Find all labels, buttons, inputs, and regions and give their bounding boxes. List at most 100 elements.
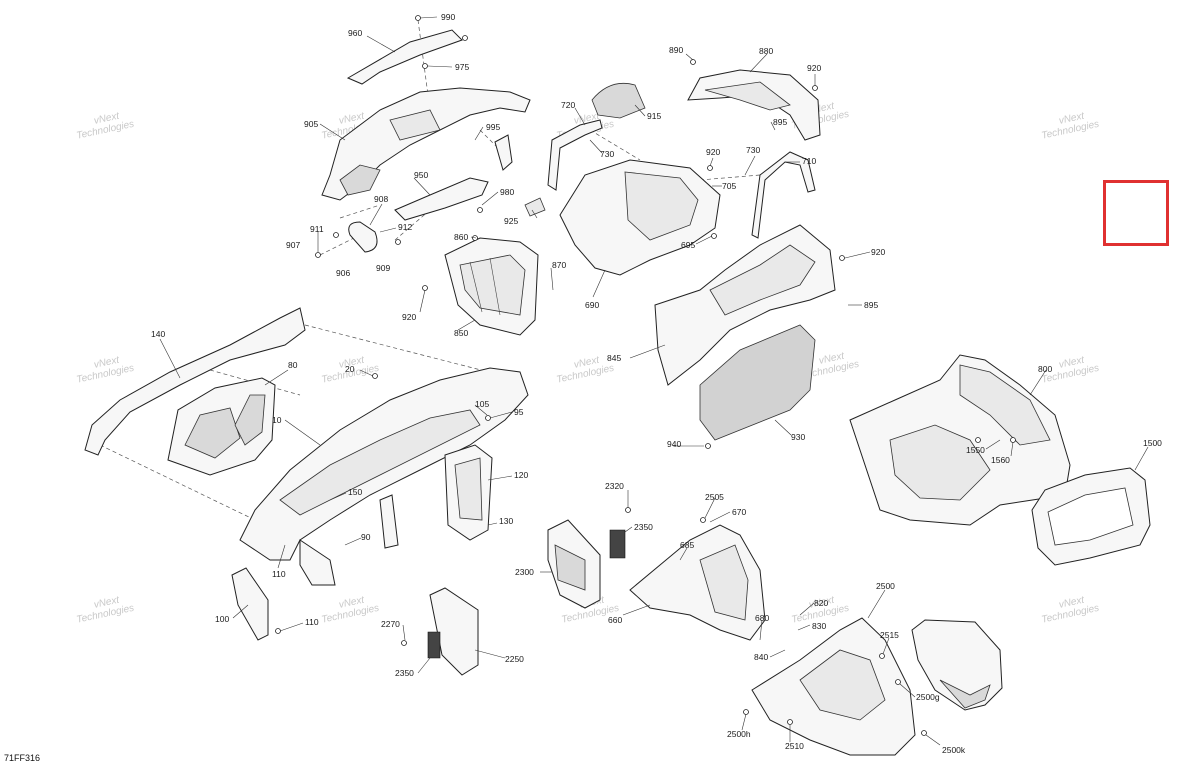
callout-840: 840	[754, 652, 768, 662]
callout-685: 685	[680, 540, 694, 550]
callout-2505: 2505	[705, 492, 724, 502]
callout-2320: 2320	[605, 481, 624, 491]
callout-2300: 2300	[515, 567, 534, 577]
callout-920-a: 920	[402, 312, 416, 322]
fasteners	[275, 15, 1016, 736]
callout-2250: 2250	[505, 654, 524, 664]
callout-909: 909	[376, 263, 390, 273]
callout-110-a: 110	[272, 569, 286, 579]
watermark-line1: vNext	[1058, 354, 1086, 370]
callout-2350-a: 2350	[634, 522, 653, 532]
callout-912: 912	[398, 222, 412, 232]
callout-905: 905	[304, 119, 318, 129]
callout-940: 940	[667, 439, 681, 449]
callout-990: 990	[441, 12, 455, 22]
callout-911: 911	[310, 224, 324, 234]
callout-2515: 2515	[880, 630, 899, 640]
callout-2270: 2270	[381, 619, 400, 629]
part-690-housing	[559, 159, 721, 276]
part-120-panel	[444, 444, 493, 541]
callout-680: 680	[755, 613, 769, 623]
callout-730-b: 730	[746, 145, 760, 155]
callout-1550: 1550	[966, 445, 985, 455]
callout-labels: 990 960 975 905 995 950 980 908 911 912 …	[151, 12, 1162, 755]
callout-80: 80	[288, 360, 298, 370]
callout-975: 975	[455, 62, 469, 72]
callout-925: 925	[504, 216, 518, 226]
callout-90: 90	[361, 532, 371, 542]
callout-150: 150	[348, 487, 362, 497]
callout-1500: 1500	[1143, 438, 1162, 448]
callout-2500: 2500	[876, 581, 895, 591]
watermark-line1: vNext	[573, 354, 601, 370]
callout-915: 915	[647, 111, 661, 121]
callout-120: 120	[514, 470, 528, 480]
callout-906: 906	[336, 268, 350, 278]
part-950-bracket	[394, 177, 489, 221]
part-2500-cover	[911, 619, 1003, 711]
part-660-console	[629, 524, 766, 641]
callout-930: 930	[791, 432, 805, 442]
callout-705: 705	[722, 181, 736, 191]
part-2350-tile	[427, 529, 626, 659]
callout-105: 105	[475, 399, 489, 409]
callout-920-c: 920	[706, 147, 720, 157]
part-880	[687, 69, 821, 141]
callout-2510: 2510	[785, 741, 804, 751]
part-930-shield	[699, 324, 816, 441]
diagram-reference-code: 71FF316	[4, 753, 41, 763]
callout-890: 890	[669, 45, 683, 55]
callout-110-b: 110	[305, 617, 319, 627]
part-845	[654, 224, 836, 386]
part-1500-bezel	[1031, 467, 1151, 566]
callout-845: 845	[607, 353, 621, 363]
callout-908: 908	[374, 194, 388, 204]
callout-10: 10	[272, 415, 282, 425]
callout-870: 870	[552, 260, 566, 270]
callout-995: 995	[486, 122, 500, 132]
callout-907: 907	[286, 240, 300, 250]
part-915-grid	[591, 82, 646, 119]
callout-695: 695	[681, 240, 695, 250]
part-2300-module	[547, 519, 601, 609]
selection-highlight-box[interactable]	[1103, 180, 1169, 246]
callout-830: 830	[812, 621, 826, 631]
callout-1560: 1560	[991, 455, 1010, 465]
callout-720: 720	[561, 100, 575, 110]
watermark-line1: vNext	[818, 350, 846, 366]
part-960-bracket	[346, 29, 463, 85]
leader-lines	[159, 16, 1149, 746]
part-2500-console	[751, 617, 916, 756]
callout-895-a: 895	[773, 117, 787, 127]
watermark-line1: vNext	[1058, 594, 1086, 610]
watermark-line1: vNext	[338, 110, 366, 126]
part-710-bar	[751, 151, 816, 239]
part-906-loop	[348, 221, 378, 253]
callout-850: 850	[454, 328, 468, 338]
callout-2500k: 2500k	[942, 745, 966, 755]
callout-710: 710	[802, 156, 816, 166]
callout-2500g: 2500g	[916, 692, 940, 702]
watermark-line1: vNext	[338, 594, 366, 610]
callout-980: 980	[500, 187, 514, 197]
callout-880: 880	[759, 46, 773, 56]
part-995-clip	[494, 134, 513, 171]
watermark-line1: vNext	[808, 594, 836, 610]
callout-20: 20	[345, 364, 355, 374]
callout-670: 670	[732, 507, 746, 517]
callout-920-b: 920	[807, 63, 821, 73]
callout-820: 820	[814, 598, 828, 608]
part-140-trim	[84, 307, 306, 456]
callout-2500h: 2500h	[727, 729, 751, 739]
callout-95: 95	[514, 407, 524, 417]
callout-960: 960	[348, 28, 362, 38]
watermark-line1: vNext	[338, 354, 366, 370]
callout-800: 800	[1038, 364, 1052, 374]
part-720-bar	[547, 119, 603, 191]
part-100-bracket	[231, 567, 269, 641]
callout-690: 690	[585, 300, 599, 310]
part-925	[524, 197, 546, 217]
callout-895-b: 895	[864, 300, 878, 310]
watermark-line1: vNext	[1058, 110, 1086, 126]
callout-950: 950	[414, 170, 428, 180]
